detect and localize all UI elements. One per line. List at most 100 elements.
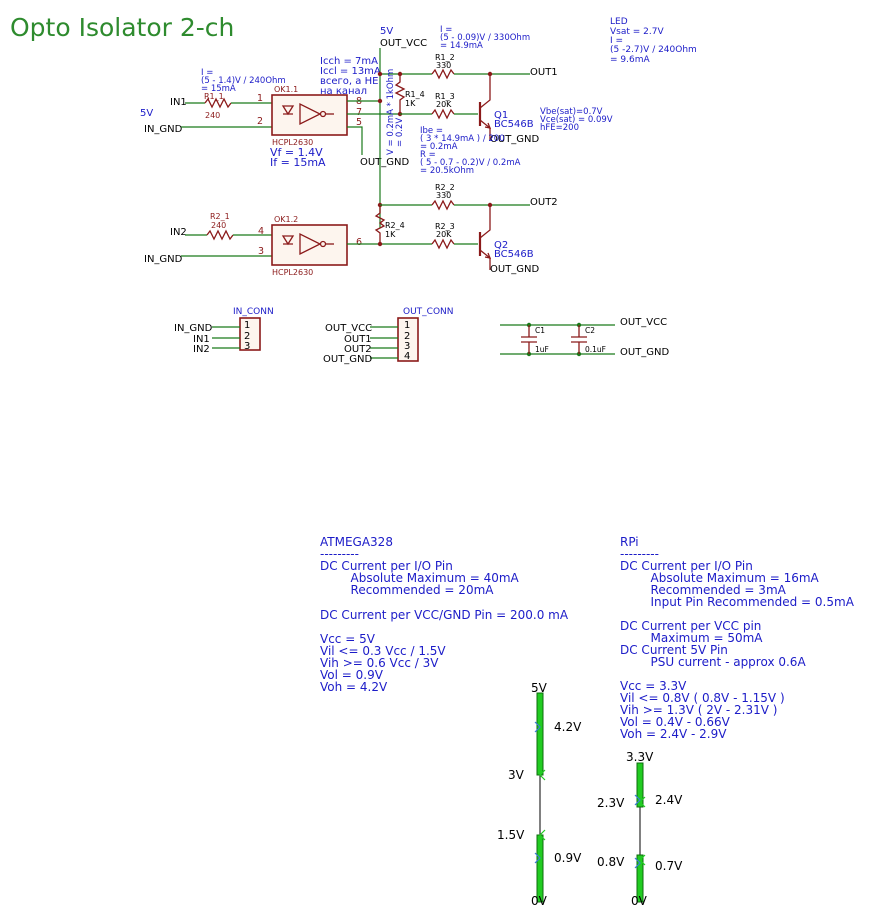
rpi-line-12: Vcc = 3.3V [620,679,687,693]
ch1-transistor-note-1: Vce(sat) = 0.09V [540,115,613,125]
ch2-opto-led-icon [281,235,295,246]
out-connector: OUT_CONN 1 2 3 4 OUT_VCC OUT1 OUT2 OUT_G… [323,307,454,365]
rpi-notes: RPi --------- DC Current per I/O Pin Abs… [620,535,855,741]
ch2-collector-val: 330 [436,191,451,200]
rpi-low-band [636,854,644,903]
out-conn-pin-3: 3 [404,341,410,352]
ch1-base-note-0: Ibe = [420,126,443,136]
ch1-icc-note-2: всего, а НЕ [320,76,378,87]
atmega-line-2: DC Current per I/O Pin [320,559,453,573]
ch2-opto-body [271,224,348,266]
in-conn-net-3: IN2 [193,344,210,355]
ch2-transistor-ref: Q2 [494,240,508,251]
ch1-base-note-4: ( 5 - 0.7 - 0.2)V / 0.2mA [420,158,521,168]
atmega-line-10: Vih >= 0.6 Vcc / 3V [320,656,439,670]
led-note-3: (5 -2.7)V / 240Ohm [610,45,697,55]
led-note: LED Vsat = 2.7V I = (5 -2.7)V / 240Ohm =… [610,17,697,65]
ch1-collector-val: 330 [436,61,451,70]
atmega-line-9: Vil <= 0.3 Vcc / 1.5V [320,644,446,658]
atmega-line-12: Voh = 4.2V [320,680,388,694]
ch1-base-note-2: = 0.2mA [420,142,458,152]
ch1-opto-inverter-bubble [319,110,327,118]
rpi-line-7: DC Current per VCC pin [620,619,761,633]
rpi-line-14: Vih >= 1.3V ( 2V - 2.31V ) [620,703,777,717]
ch1-collector-ref: R1_2 [435,53,455,62]
led-note-2: I = [610,36,623,46]
ch2-in-label: IN2 [170,227,187,238]
ch1-collector-note-1: (5 - 0.09)V / 330Ohm [440,33,530,43]
ch2-opto-ref: OK1.2 [274,215,298,224]
atmega-line-3: Absolute Maximum = 40mA [320,571,520,585]
ch2-transistor-arrow-icon [484,252,492,259]
decoupling-caps: C1 1uF C2 0.1uF OUT_VCC OUT_GND [500,317,670,358]
ch1-base-note-1: ( 3 * 14.9mA ) / 200 [420,134,505,144]
ch1-base-ref: R1_3 [435,92,455,101]
ch2-base-resistor [431,238,455,250]
ch2-out-label: OUT2 [530,197,558,208]
out-conn-net-4: OUT_GND [323,354,373,365]
ch1-collector-note-0: I = [440,25,452,35]
atmega-scale-vil: 1.5V [497,828,525,842]
out-conn-body [397,317,419,362]
ch2-gnd-label: IN_GND [144,254,183,265]
atmega-vil-marker-icon [539,829,546,841]
atmega-scale-bottom: 0V [531,894,548,908]
ch1-pin-5: 5 [356,117,362,128]
ch1-junction-a [377,71,383,77]
ch2-opto-part: HCPL2630 [272,268,313,277]
out-conn-net-3: OUT2 [344,344,372,355]
ch1-out-vcc-label: OUT_VCC [380,38,427,49]
rpi-line-3: Absolute Maximum = 16mA [620,571,820,585]
caps-rails [500,324,615,355]
ch1-out-gnd-label: OUT_GND [360,157,410,168]
ch2-pullup-resistor [374,205,386,244]
ch2-opto-buffer-icon [299,232,322,256]
ch1-transistor-ref: Q1 [494,110,508,121]
ch1-opto-body [271,94,348,136]
rpi-scale-top: 3.3V [626,750,654,764]
ch1-collector-resistor [431,68,455,80]
ch2-pin-6: 6 [356,237,362,248]
rpi-vil-marker-icon [639,854,646,866]
ch2-out-gnd-label: OUT_GND [490,264,540,275]
in-conn-wires [212,326,240,349]
ch2-input-resistor [206,229,234,241]
led-note-4: = 9.6mA [610,55,650,65]
atmega-line-4: Recommended = 20mA [320,583,494,597]
ch1-pullup-note-0: V = 0.2mA * 1kOhm [386,69,396,155]
in-connector: IN_CONN 1 2 3 IN_GND IN1 IN2 [174,307,274,355]
ch1-transistor-note-2: hFE=200 [540,123,579,133]
ch1-out-vcc-supply: 5V [380,26,393,37]
atmega-notes: ATMEGA328 --------- DC Current per I/O P… [320,535,569,694]
rpi-line-5: Input Pin Recommended = 0.5mA [620,595,855,609]
rpi-scale-voh: 2.4V [655,793,683,807]
ch1-pullup-note-1: = 0.2V [395,118,405,147]
ch1-out-label: OUT1 [530,67,558,78]
ch1-pullup-val: 1K [405,99,416,108]
in-conn-body [239,317,261,351]
ch1-icc-note-1: Iccl = 13mA [320,66,381,77]
cap-c2-val: 0.1uF [585,345,606,354]
ch1-pin-2: 2 [257,116,263,127]
atmega-line-6: DC Current per VCC/GND Pin = 200.0 mA [320,608,569,622]
ch1-base-resistor [431,108,455,120]
ch1-icc-note-3: на канал [320,86,367,97]
atmega-line-0: ATMEGA328 [320,535,393,549]
in-conn-pin-3: 3 [244,341,250,352]
out-conn-pin-4: 4 [404,351,410,362]
rpi-line-1: --------- [620,547,659,561]
rpi-vih-marker-icon [639,796,646,808]
cap-c1-icon [521,325,537,354]
rpi-line-8: Maximum = 50mA [620,631,763,645]
rpi-line-15: Vol = 0.4V - 0.66V [620,715,731,729]
ch1-transistor-collector [479,74,491,109]
rpi-line-13: Vil <= 0.8V ( 0.8V - 1.15V ) [620,691,785,705]
rpi-line-9: DC Current 5V Pin [620,643,728,657]
cap-c1-ref: C1 [535,326,545,335]
ch1-pullup-ref: R1_4 [405,90,425,99]
atmega-voltage-scale: 5V 0V 4.2V 3V 1.5V 0.9V [497,681,582,908]
out-conn-net-1: OUT_VCC [325,323,372,334]
ch2-base-ref: R2_3 [435,222,455,231]
atmega-low-band [536,834,544,903]
ch1-pin-7: 7 [356,107,362,118]
